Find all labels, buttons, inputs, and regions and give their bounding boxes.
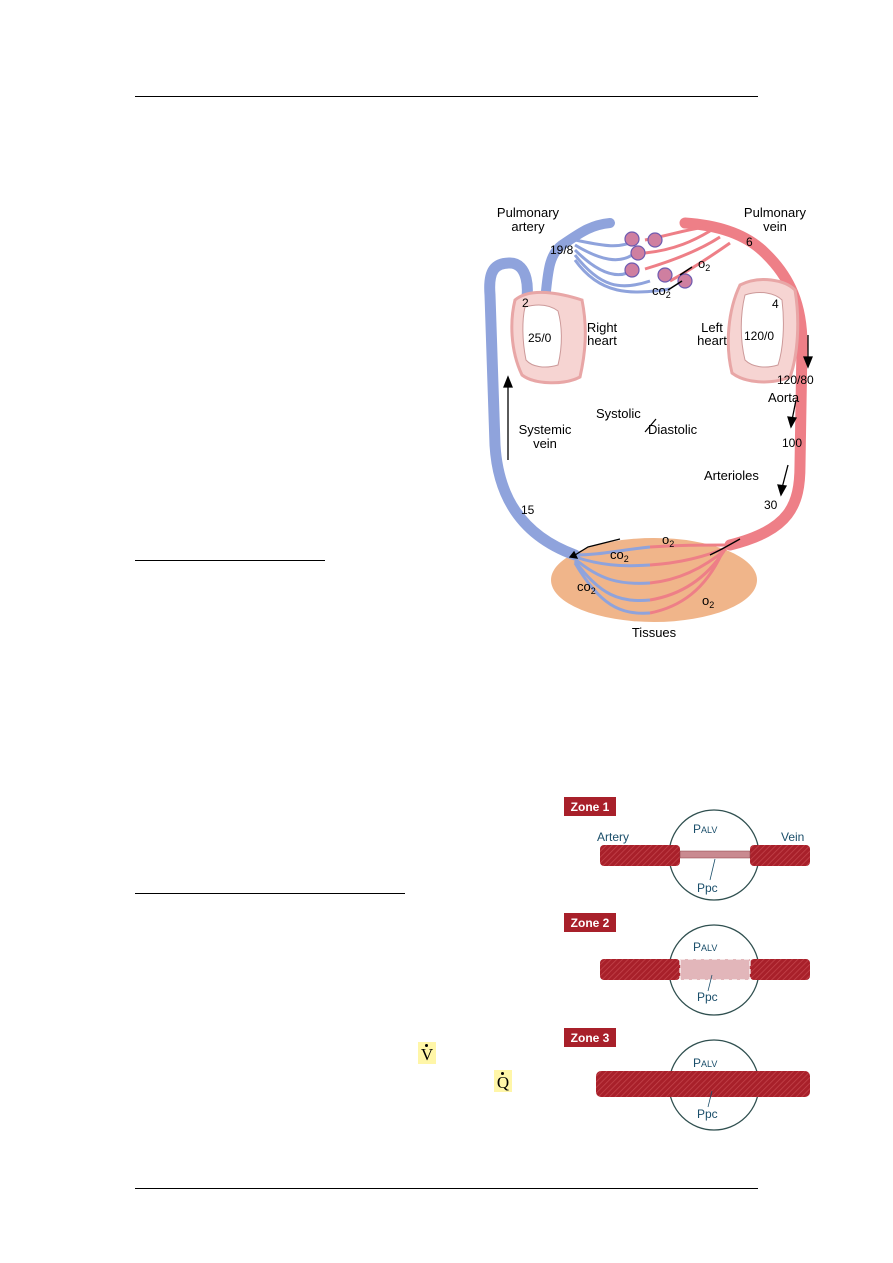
zone-3-palv: PALV — [693, 1056, 717, 1070]
co2-label-tissue-2: co2 — [577, 579, 596, 596]
zone-2-ppc: Ppc — [697, 990, 718, 1004]
o2-label-lung: o2 — [698, 256, 710, 273]
zone-2-label: Zone 2 — [571, 916, 610, 930]
v-dot-symbol: V — [418, 1042, 436, 1064]
co2-label-lung: co2 — [652, 283, 671, 300]
pulmonary-artery-vessel — [540, 218, 615, 305]
zone-2-palv: PALV — [693, 940, 717, 954]
header-rule — [135, 96, 758, 97]
flow-arrows — [503, 335, 813, 559]
zone-1-artery — [600, 845, 680, 866]
o2-arrow — [679, 266, 693, 276]
zone-1-palv: PALV — [693, 822, 717, 836]
zone-3-label: Zone 3 — [571, 1031, 610, 1045]
pulmonary-artery-pressure: 19/8 — [550, 243, 574, 257]
arteriole-pressure: 30 — [764, 498, 778, 512]
left-ventricle-pressure: 120/0 — [744, 329, 774, 343]
tissue-veins — [573, 545, 651, 615]
zone-3-tab — [564, 1028, 616, 1047]
tissue-bed — [551, 538, 757, 622]
o2-label-tissue-top: o2 — [662, 532, 674, 549]
q-dot-symbol: Q — [494, 1070, 512, 1092]
systolic-label: Systolic — [596, 406, 641, 421]
zone-1-label: Zone 1 — [571, 800, 610, 814]
co2-label-tissue-1: co2 — [610, 547, 629, 564]
aorta-pressure: 120/80 — [777, 373, 814, 387]
heading-underline-2 — [135, 893, 405, 894]
artery-label: Artery — [597, 830, 629, 844]
zone-1-tab — [564, 797, 616, 816]
systolic-diastolic-slash — [644, 418, 657, 433]
o2-label-tissue-bottom: o2 — [702, 593, 714, 610]
systemic-vein — [484, 257, 581, 561]
zone-1-ppc: Ppc — [697, 881, 718, 895]
aorta-label: Aorta — [768, 390, 800, 405]
vein-pressure: 15 — [521, 503, 535, 517]
tissues-label: Tissues — [632, 625, 677, 640]
right-atrium-pressure: 2 — [522, 296, 529, 310]
heading-underline-1 — [135, 560, 325, 561]
arterioles-label: Arterioles — [704, 468, 759, 483]
pulmonary-vein-pressure: 6 — [746, 235, 753, 249]
vein-label: Vein — [781, 830, 804, 844]
right-heart-chamber — [522, 304, 562, 368]
left-heart-chamber — [740, 292, 784, 368]
zone-3: Zone 3 PALV Ppc — [564, 1028, 810, 1131]
zone-3-vessel — [596, 1071, 810, 1097]
right-ventricle-pressure: 25/0 — [528, 331, 552, 345]
artery-pressure: 100 — [782, 436, 802, 450]
footer-rule — [135, 1188, 758, 1189]
zone-1-vein — [750, 845, 810, 866]
zone-2: Zone 2 PALV Ppc — [564, 913, 810, 1016]
zone-2-tab — [564, 913, 616, 932]
diastolic-label: Diastolic — [648, 422, 698, 437]
lung-zones-figure: Zone 1 Artery Vein PALV Ppc Zone 2 PALV … — [564, 797, 810, 1131]
alveoli — [624, 231, 693, 289]
zone-3-ppc: Ppc — [697, 1107, 718, 1121]
left-atrium-pressure: 4 — [772, 297, 779, 311]
co2-arrow — [667, 280, 683, 291]
zone-1: Zone 1 Artery Vein PALV Ppc — [564, 797, 810, 901]
